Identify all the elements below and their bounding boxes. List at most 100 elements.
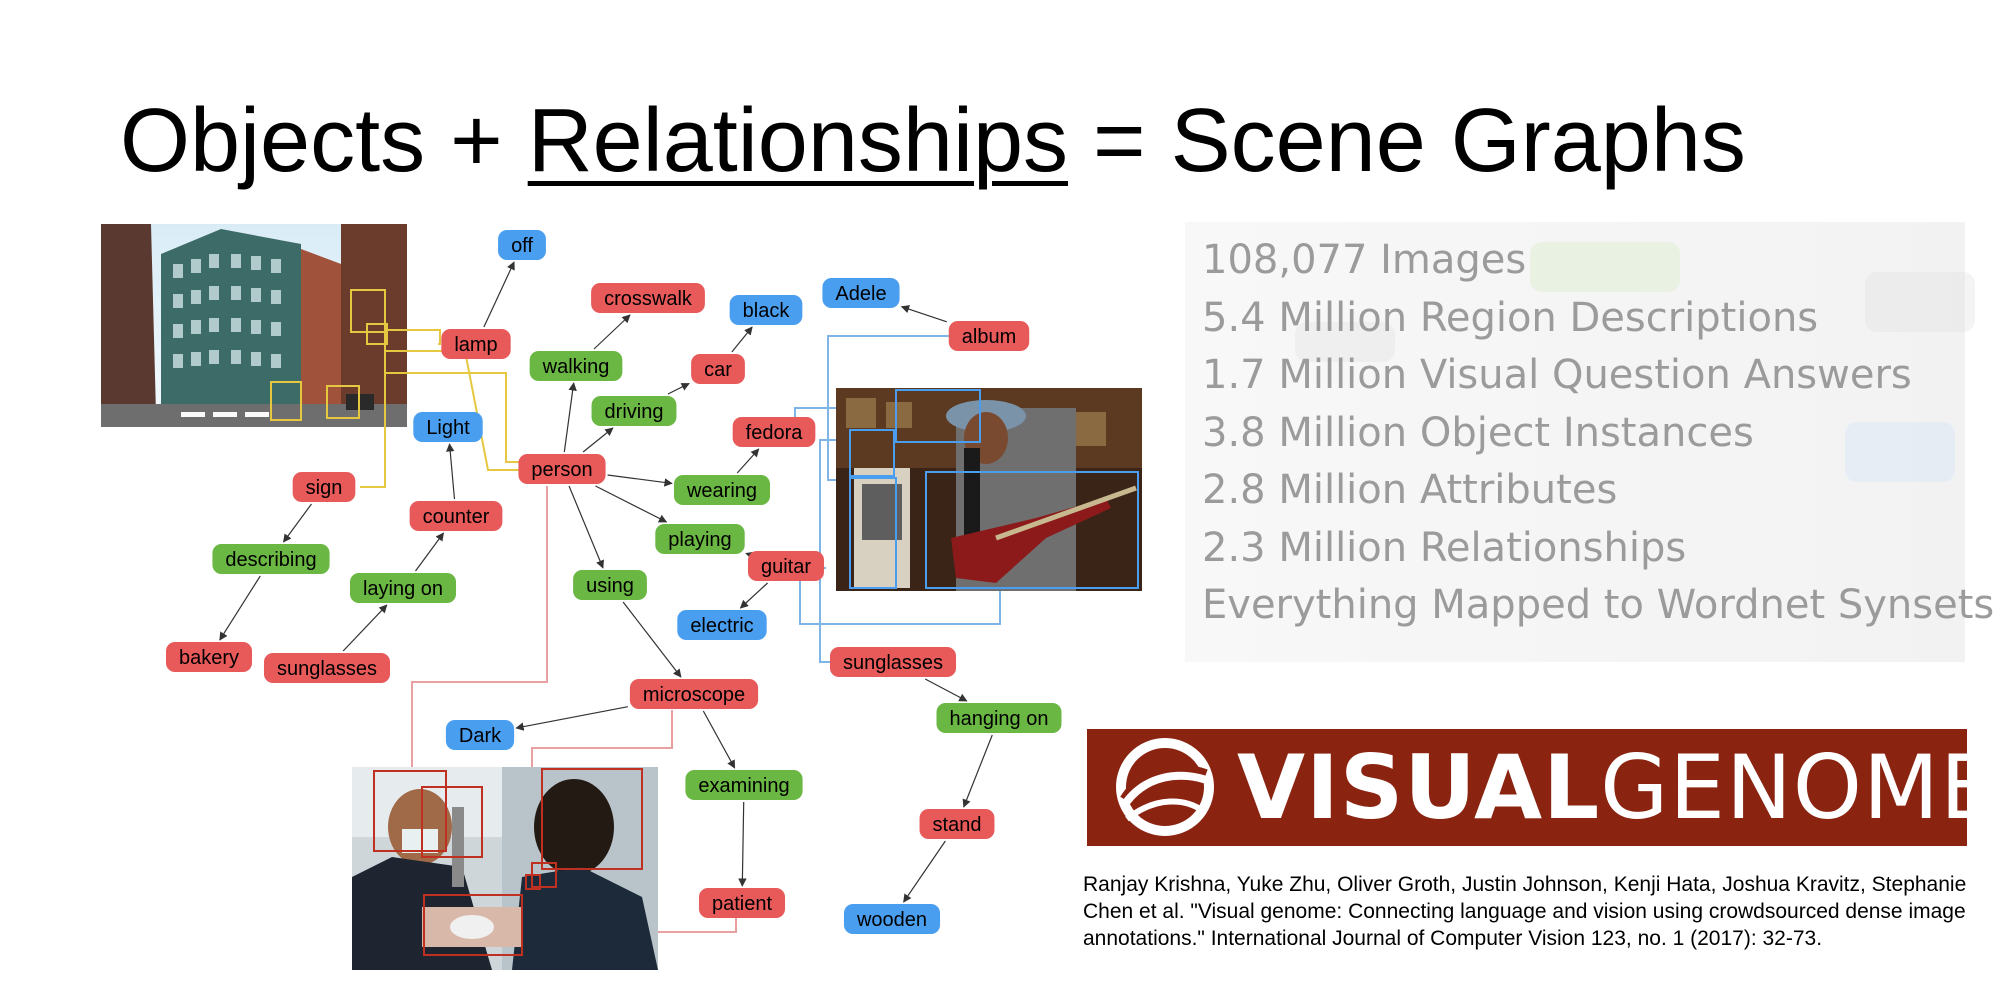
node-box — [685, 770, 803, 800]
node-label: Adele — [835, 283, 886, 305]
node-walking: walking — [529, 351, 623, 381]
stat-attributes: 2.8 Million Attributes — [1202, 467, 1618, 513]
node-box — [165, 642, 253, 672]
edge-car-black — [731, 326, 753, 353]
node-label: counter — [423, 506, 490, 528]
street-photo — [101, 224, 407, 427]
node-sign: sign — [292, 472, 356, 502]
edge-person-using — [568, 485, 604, 569]
node-label: driving — [605, 401, 664, 423]
node-label: playing — [668, 529, 731, 551]
ghost-node — [1865, 272, 1975, 332]
node-box — [529, 351, 623, 381]
node-label: crosswalk — [604, 288, 693, 310]
edge-walking-crosswalk — [593, 314, 631, 350]
edge-describing-bakery — [219, 575, 261, 641]
node-label: fedora — [746, 422, 804, 444]
node-label: laying on — [363, 578, 443, 600]
node-box — [292, 472, 356, 502]
ground-dentist-patient — [658, 915, 737, 933]
node-label: off — [511, 235, 533, 257]
edge-microscope-examining — [702, 710, 736, 769]
ground-dentist-microscope — [531, 710, 673, 767]
node-box — [655, 524, 745, 554]
ghost-node — [1530, 242, 1680, 292]
node-box — [829, 647, 957, 677]
ground-street-person-1 — [385, 350, 520, 471]
node-label: lamp — [454, 334, 497, 356]
node-box — [445, 720, 515, 750]
node-box — [732, 417, 816, 447]
edge-sign-describing — [283, 503, 312, 543]
node-examining: examining — [685, 770, 803, 800]
node-box — [948, 321, 1030, 351]
node-box — [843, 904, 941, 934]
edge-driving-car — [667, 382, 690, 395]
node-box — [698, 888, 786, 918]
edge-sunglasses2-hangingon — [924, 678, 968, 702]
node-patient: patient — [698, 888, 786, 918]
node-guitar: guitar — [747, 551, 825, 581]
edge-hangingon-stand — [962, 734, 993, 808]
edge-microscope-dark — [515, 706, 628, 731]
ghost-node — [1845, 422, 1955, 482]
edge-wearing-fedora — [736, 448, 760, 474]
logo-word-genome: GENOME — [1600, 736, 1967, 839]
node-label: patient — [712, 893, 772, 915]
edge-person-wearing — [607, 474, 673, 487]
node-label: wearing — [686, 480, 757, 502]
genome-swirl-icon — [1116, 738, 1214, 836]
node-lamp: lamp — [441, 329, 511, 359]
title-suffix: = Scene Graphs — [1068, 91, 1746, 191]
node-box — [518, 454, 606, 484]
ground-street-lamp — [385, 329, 441, 345]
node-box — [263, 653, 391, 683]
stat-vqa: 1.7 Million Visual Question Answers — [1202, 352, 1912, 398]
node-using: using — [573, 570, 647, 600]
edge-guitar-electric — [739, 582, 768, 609]
ghost-node — [1295, 322, 1395, 362]
node-box — [498, 230, 546, 260]
node-fedora: fedora — [732, 417, 816, 447]
node-box — [212, 544, 330, 574]
stat-images: 108,077 Images — [1202, 237, 1527, 283]
node-electric: electric — [677, 610, 767, 640]
citation: Ranjay Krishna, Yuke Zhu, Oliver Groth, … — [1083, 873, 1967, 950]
title-prefix: Objects + — [120, 91, 528, 191]
node-label: electric — [690, 615, 753, 637]
ground-street-person-2 — [385, 372, 520, 463]
node-box — [936, 703, 1062, 733]
node-box — [409, 501, 503, 531]
graph-edges — [219, 261, 993, 903]
node-car: car — [691, 354, 745, 384]
node-describing: describing — [212, 544, 330, 574]
slide-title: Objects + Relationships = Scene Graphs — [120, 86, 1746, 196]
edge-album-adele — [900, 305, 947, 323]
node-label: Light — [426, 417, 470, 439]
node-label: person — [531, 459, 592, 481]
node-black: black — [729, 295, 803, 325]
node-box — [691, 354, 745, 384]
node-person: person — [518, 454, 606, 484]
edge-lamp-off — [483, 261, 515, 328]
stat-region-descriptions: 5.4 Million Region Descriptions — [1202, 294, 1819, 341]
node-layingon: laying on — [349, 573, 457, 603]
node-label: wooden — [856, 909, 927, 931]
logo-wordmark: VISUALGENOME — [1237, 729, 1967, 846]
ground-street-sign — [360, 314, 386, 488]
node-counter: counter — [409, 501, 503, 531]
node-box — [729, 295, 803, 325]
node-box — [822, 278, 900, 308]
node-label: describing — [225, 549, 316, 571]
node-box — [629, 679, 759, 709]
node-label: black — [743, 300, 791, 322]
ground-dentist-person — [411, 486, 548, 767]
node-label: stand — [933, 814, 982, 836]
ground-guitarist-sunglasses — [819, 439, 848, 663]
node-box — [573, 570, 647, 600]
node-label: examining — [698, 775, 789, 797]
dataset-stats: 108,077 Images 5.4 Million Region Descri… — [1202, 232, 1994, 635]
title-underlined-word: Relationships — [527, 91, 1068, 191]
